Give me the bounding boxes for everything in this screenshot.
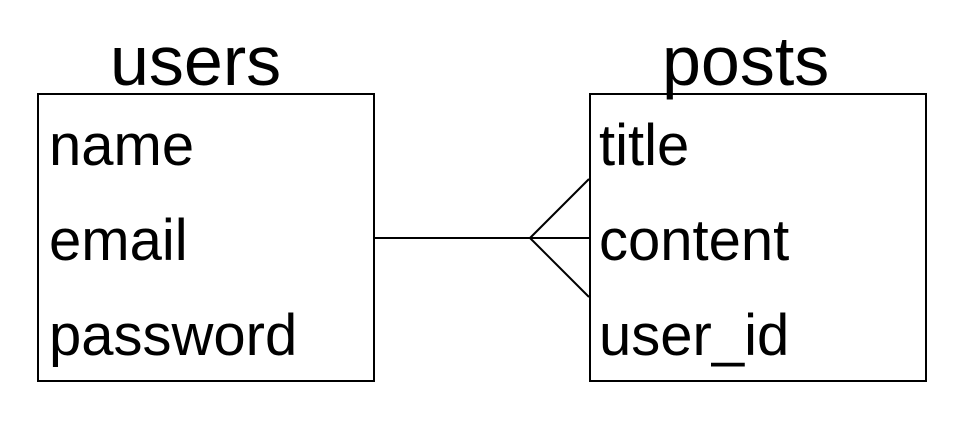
posts-table-title: posts xyxy=(662,22,830,100)
crows-foot-upper-prong xyxy=(529,178,590,239)
users-field-email: email xyxy=(49,208,188,273)
crows-foot-lower-prong xyxy=(529,237,590,298)
users-field-name: name xyxy=(49,113,195,178)
posts-entity-box: title content user_id xyxy=(589,93,927,382)
users-table-title: users xyxy=(110,22,282,100)
users-field-password: password xyxy=(49,303,298,368)
posts-field-title: title xyxy=(599,113,690,178)
posts-field-content: content xyxy=(599,208,790,273)
posts-field-user-id: user_id xyxy=(599,303,790,368)
users-entity-box: name email password xyxy=(37,93,375,382)
